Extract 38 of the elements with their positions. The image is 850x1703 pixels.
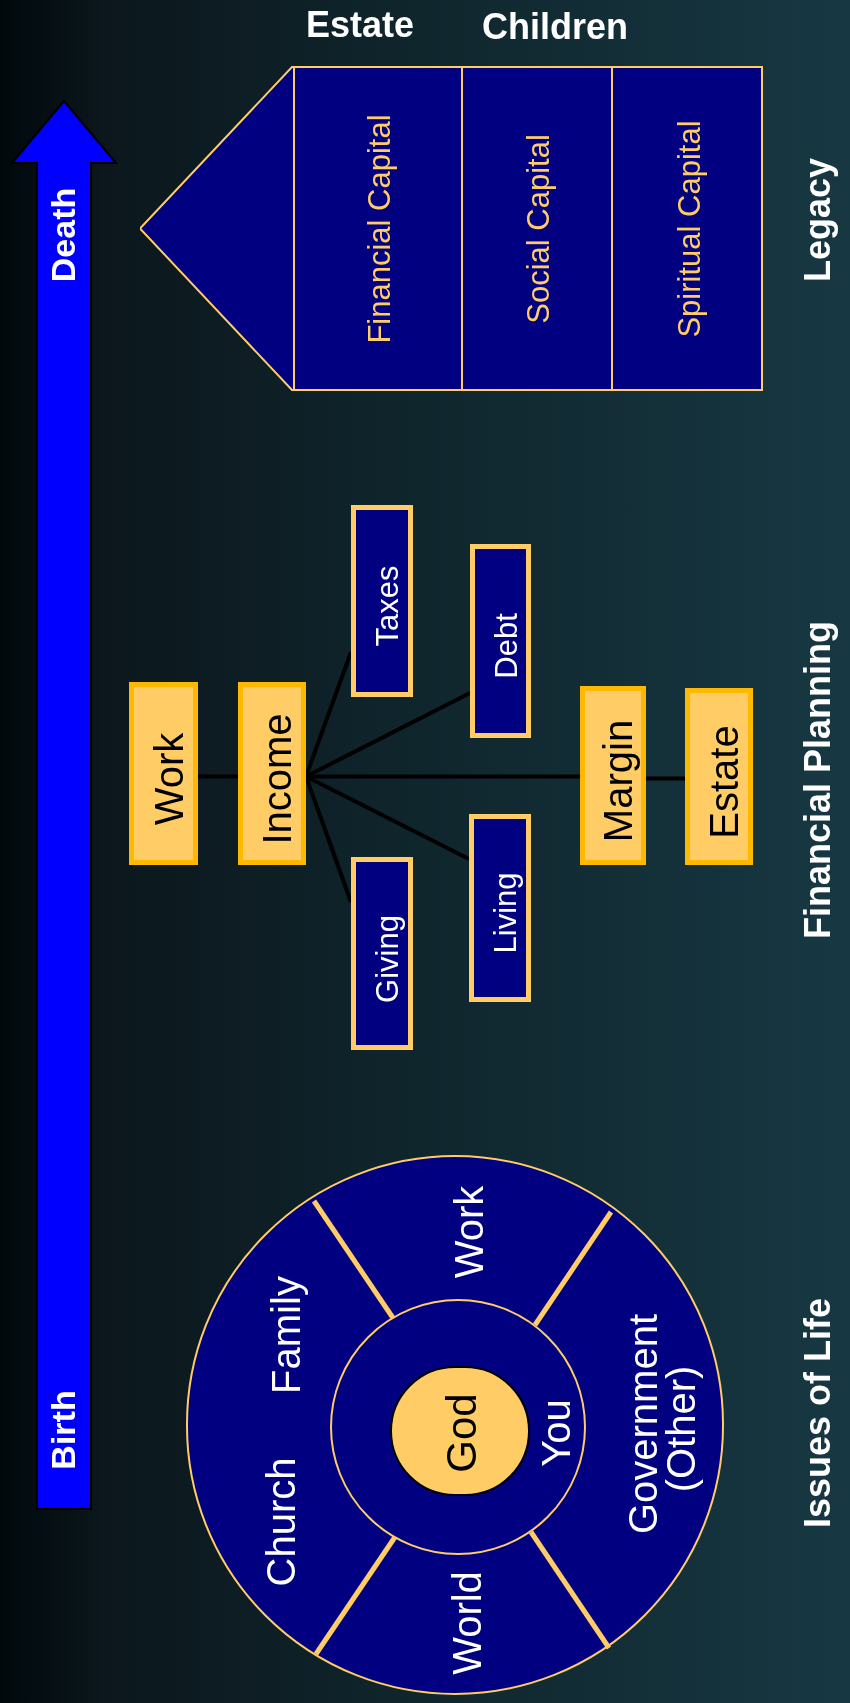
node-label: Death bbox=[46, 187, 80, 283]
section-heading: Issues of Life bbox=[800, 1297, 836, 1529]
node-label: Work bbox=[148, 732, 189, 825]
legacy-pentagon bbox=[140, 66, 763, 391]
planning-box bbox=[685, 688, 753, 865]
node-label: (Other) bbox=[661, 1365, 701, 1493]
node-label: Debt bbox=[490, 613, 521, 679]
node-label: Taxes bbox=[371, 565, 403, 647]
expense-box bbox=[351, 505, 413, 697]
planning-box bbox=[580, 686, 646, 865]
section-heading: Legacy bbox=[800, 157, 836, 283]
node-label: Spiritual Capital bbox=[673, 119, 705, 338]
node-label: Family bbox=[266, 1276, 306, 1394]
planning-box bbox=[238, 682, 306, 865]
node-label: Work bbox=[449, 1185, 489, 1279]
node-label: Income bbox=[257, 712, 297, 845]
node-label: Margin bbox=[598, 719, 638, 842]
section-heading: Estate bbox=[305, 7, 415, 43]
node-label: God bbox=[441, 1393, 483, 1473]
expense-box bbox=[469, 814, 531, 1002]
node-label: Financial Capital bbox=[363, 113, 395, 344]
section-heading: Children bbox=[482, 9, 628, 45]
node-label: World bbox=[447, 1571, 487, 1675]
node-label: Church bbox=[261, 1457, 301, 1587]
connector-line bbox=[646, 776, 685, 781]
planning-box bbox=[129, 682, 198, 865]
connector-line bbox=[198, 774, 238, 779]
section-heading: Financial Planning bbox=[800, 621, 836, 939]
expense-box bbox=[351, 857, 413, 1050]
timeline-arrow bbox=[10, 100, 118, 1510]
node-label: Birth bbox=[46, 1390, 80, 1470]
node-label: Social Capital bbox=[522, 133, 554, 324]
node-label: Estate bbox=[704, 724, 744, 839]
node-label: Living bbox=[489, 872, 521, 954]
node-label: Giving bbox=[371, 914, 403, 1003]
node-label: You bbox=[536, 1399, 576, 1467]
node-label: Government bbox=[623, 1313, 663, 1535]
expense-box bbox=[470, 544, 531, 738]
